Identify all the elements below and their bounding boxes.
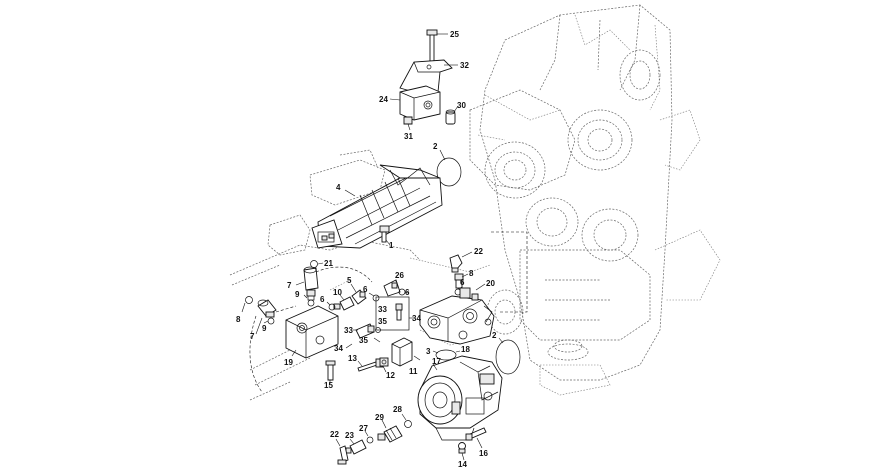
bolt-part [357, 358, 384, 372]
o-ring-part [436, 157, 462, 187]
callout-19: 19 [284, 358, 293, 367]
callout-6-d: 6 [320, 295, 325, 304]
callout-6-b: 6 [405, 288, 410, 297]
callout-29: 29 [375, 413, 384, 422]
callout-5: 5 [347, 276, 352, 285]
hydraulic-pump-part [417, 355, 503, 441]
callout-8-upper: 21 [324, 259, 333, 268]
washer-part [458, 442, 466, 454]
callout-8-lower: 8 [236, 315, 241, 324]
callout-4: 4 [336, 183, 341, 192]
callout-17: 17 [432, 357, 441, 366]
callout-34-right: 34 [412, 314, 421, 323]
fitting-part [383, 279, 401, 297]
kit-frame-part [375, 296, 410, 331]
solenoid-part [391, 337, 413, 367]
o-ring-part [495, 339, 521, 375]
callout-26: 26 [395, 271, 404, 280]
callout-13: 13 [348, 354, 357, 363]
callout-2-lower: 2 [492, 331, 497, 340]
o-ring-part [245, 296, 253, 304]
callout-2-upper: 2 [433, 142, 438, 151]
callout-22-lower: 22 [330, 430, 339, 439]
callout-20: 20 [486, 279, 495, 288]
callout-6-c: 6 [460, 278, 465, 287]
callout-30: 30 [457, 101, 466, 110]
seal-part [328, 303, 336, 311]
callout-9-lower: 9 [262, 324, 267, 333]
callout-32: 32 [460, 61, 469, 70]
manifold-block-part [285, 305, 339, 359]
callout-28: 28 [393, 405, 402, 414]
callout-15: 15 [324, 381, 333, 390]
callout-7-upper: 7 [287, 281, 292, 290]
fitting-part [345, 439, 367, 455]
fitting-part [377, 425, 403, 443]
callout-35-lower: 35 [359, 336, 368, 345]
callout-3: 3 [426, 347, 431, 356]
seal-part [366, 436, 374, 444]
callout-10: 10 [333, 288, 342, 297]
seal-part [404, 420, 412, 428]
callout-25: 25 [450, 30, 459, 39]
callout-12: 12 [386, 371, 395, 380]
callout-1: 1 [389, 241, 394, 250]
bolt-part [325, 360, 336, 381]
callout-35-box: 35 [378, 317, 387, 326]
sensor-fitting-part [303, 266, 319, 301]
callout-27: 27 [359, 424, 368, 433]
elbow-fitting-part [449, 254, 463, 273]
callout-31: 31 [404, 132, 413, 141]
callout-21: 8 [469, 269, 474, 278]
elbow-fitting-part [337, 445, 349, 465]
callout-33-lower: 33 [344, 326, 353, 335]
pump-assembly-part [311, 164, 443, 249]
o-ring-part [267, 317, 275, 325]
transmission-housing-outline [469, 4, 721, 396]
callout-23: 23 [345, 431, 354, 440]
nut-part [379, 357, 389, 367]
valve-housing-part [419, 287, 495, 345]
callout-9-upper: 9 [295, 290, 300, 299]
fitting-part [333, 296, 355, 311]
callout-6-a: 6 [363, 285, 368, 294]
callout-11: 11 [409, 367, 418, 376]
o-ring-part [310, 260, 318, 268]
callout-16: 16 [479, 449, 488, 458]
fitting-part [351, 289, 367, 305]
fitting-part [445, 109, 456, 125]
fitting-part [454, 273, 464, 289]
callout-33-box: 33 [378, 305, 387, 314]
callout-14: 14 [458, 460, 467, 469]
bolt-part [379, 225, 390, 243]
bolt-part [465, 427, 487, 441]
callout-18: 18 [461, 345, 470, 354]
callout-34-lower: 34 [334, 344, 343, 353]
o-ring-part [307, 299, 315, 307]
valve-block-part [399, 85, 441, 121]
callout-7-lower: 7 [250, 332, 255, 341]
callout-24: 24 [379, 95, 388, 104]
sensor-fitting-part [257, 299, 277, 318]
callout-22-upper: 22 [474, 247, 483, 256]
plug-part [403, 116, 413, 125]
fitting-part [355, 323, 381, 339]
o-ring-part [435, 349, 457, 361]
